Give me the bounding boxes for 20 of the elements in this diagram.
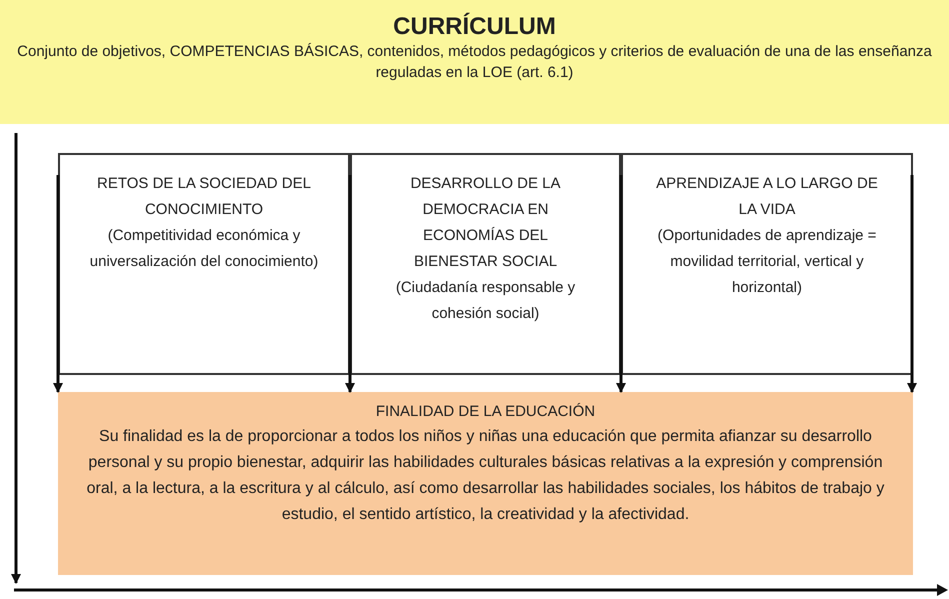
arrow (616, 175, 626, 393)
heading: APRENDIZAJE A LO LARGO DE LA VIDA (655, 174, 879, 220)
title-banner (0, 0, 949, 124)
heading: FINALIDAD DE LA EDUCACIÓN (376, 402, 596, 422)
description: Su finalidad es la de proporcionar a todos los niños y niñas una educación que permita afianzar su desarrollo personal y su propio bienestar, adquirir las habilidades culturales básicas relativas a la expresión y comprensión oral, a la lectura, a la escritura y al cálculo, así como desarrollar las habilidades sociales, los hábitos de trabajo y estudio, el sentido artístico, la creatividad y la afectividad. (86, 427, 886, 525)
concept-box (350, 153, 621, 375)
arrow (907, 175, 917, 393)
description: (Competitividad económica y universalización del conocimiento) (88, 226, 320, 272)
arrow (345, 175, 355, 393)
arrow (53, 175, 63, 393)
description: (Oportunidades de aprendizaje = movilidad territorial, vertical y horizontal) (656, 226, 878, 298)
arrow (11, 133, 21, 584)
goal-box (58, 392, 913, 575)
heading: RETOS DE LA SOCIEDAD DEL CONOCIMIENTO (96, 174, 312, 220)
heading: CURRÍCULUM (393, 12, 556, 42)
concept-box (58, 153, 350, 375)
heading: DESARROLLO DE LA DEMOCRACIA EN ECONOMÍAS DEL BIENESTAR SOCIAL (409, 174, 562, 272)
concept-box (621, 153, 913, 375)
description: (Ciudadanía responsable y cohesión social) (394, 278, 576, 324)
description: Conjunto de objetivos, COMPETENCIAS BÁSICAS, contenidos, métodos pedagógicos y criterios de evaluación de una de las enseñanza reguladas en la LOE (art. 6.1) (16, 42, 933, 83)
